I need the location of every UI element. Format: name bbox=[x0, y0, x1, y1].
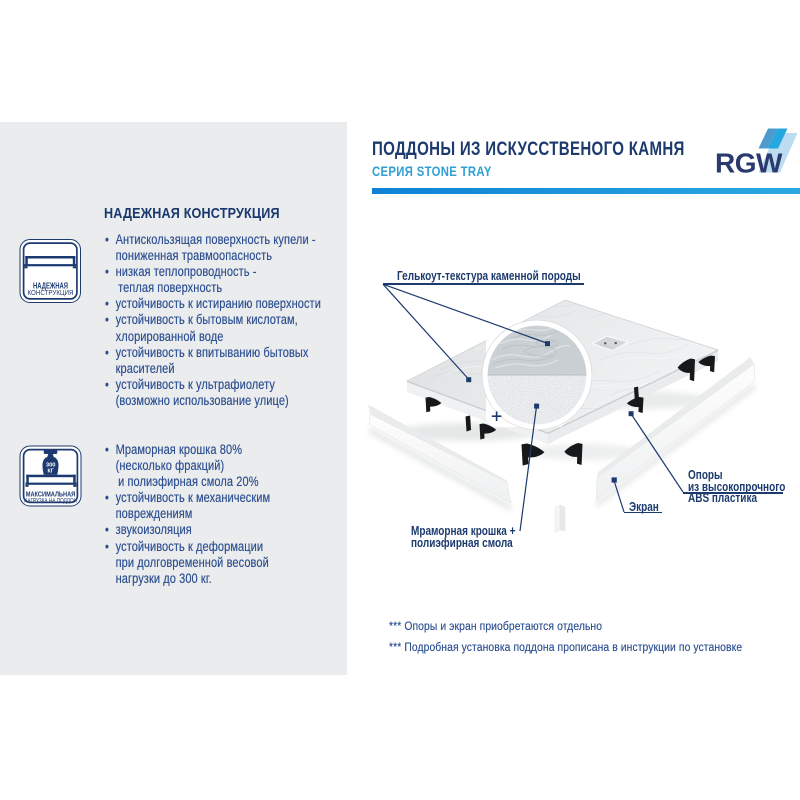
svg-text:КГ: КГ bbox=[48, 468, 54, 474]
svg-text:КОНСТРУКЦИЯ: КОНСТРУКЦИЯ bbox=[28, 290, 74, 297]
svg-text:НАДЕЖНАЯ: НАДЕЖНАЯ bbox=[33, 281, 68, 290]
svg-text:RGW: RGW bbox=[715, 148, 783, 179]
svg-text:300: 300 bbox=[46, 463, 56, 469]
svg-text:НАГРУЗКА НА ПОДДОН: НАГРУЗКА НА ПОДДОН bbox=[24, 497, 77, 504]
svg-text:МАКСИМАЛЬНАЯ: МАКСИМАЛЬНАЯ bbox=[26, 490, 76, 499]
